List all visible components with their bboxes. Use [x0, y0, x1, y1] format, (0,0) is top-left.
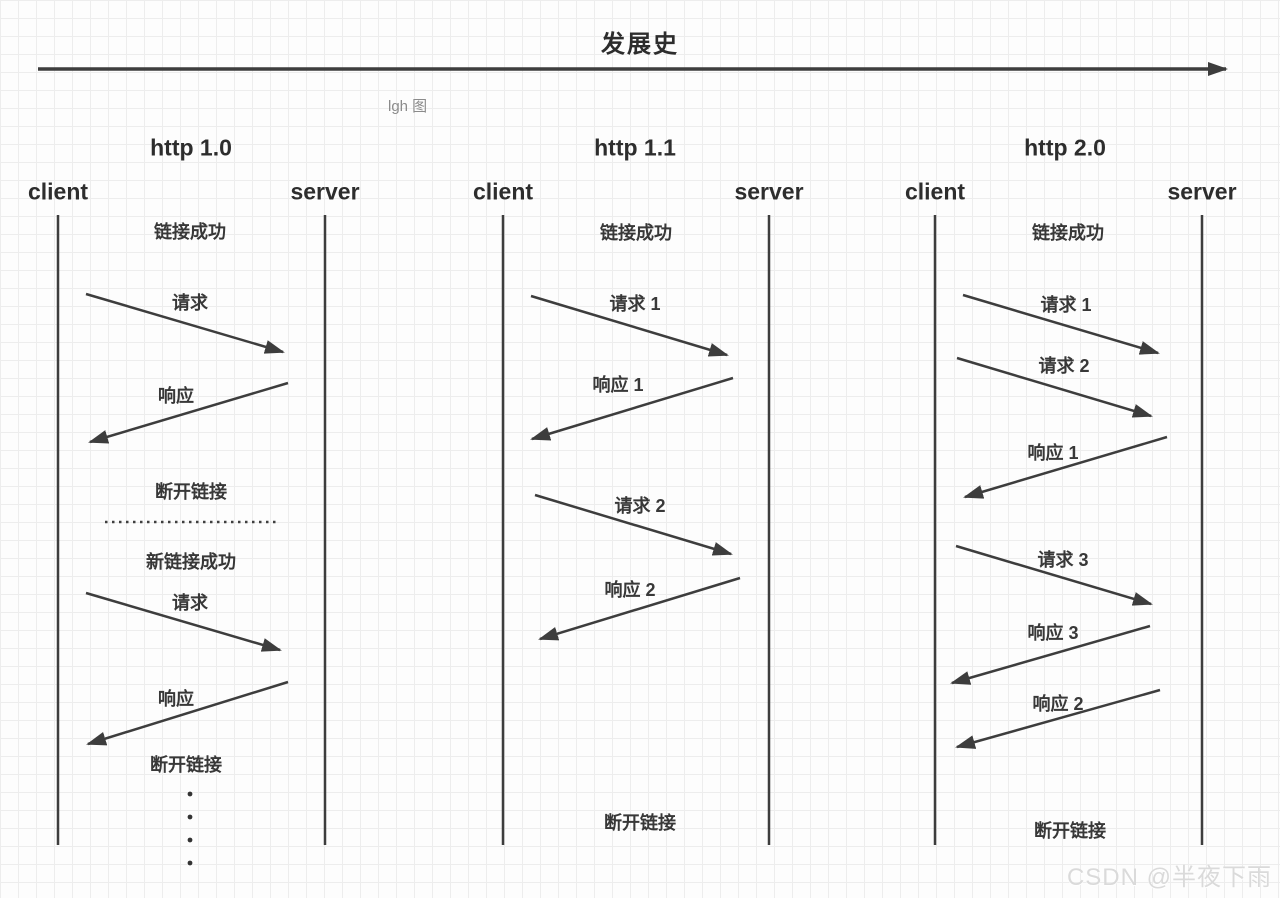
note-label-http-1-1-0: 链接成功 [600, 223, 672, 243]
diagram-title-http-1-0: http 1.0 [150, 134, 232, 161]
message-label-http-2-0-6: 响应 2 [1032, 694, 1084, 714]
note-label-http-1-1-5: 断开链接 [604, 813, 676, 833]
message-label-http-2-0-5: 响应 3 [1027, 623, 1079, 643]
message-label-http-2-0-1: 请求 1 [1040, 295, 1092, 315]
message-arrow-server-to-client-http-2-0-3 [963, 435, 1168, 499]
message-label-http-1-1-2: 响应 1 [592, 375, 644, 395]
message-arrow-server-to-client-http-2-0-5 [950, 624, 1151, 685]
page-title: 发展史 [601, 31, 679, 58]
server-label-http-2-0: server [1167, 178, 1237, 205]
author-note: lgh 图 [388, 98, 428, 115]
message-label-http-1-0-2: 响应 [158, 386, 194, 406]
message-label-http-1-0-7: 响应 [158, 689, 194, 709]
diagram-title-http-2-0: http 2.0 [1024, 134, 1106, 161]
server-label-http-1-0: server [290, 178, 360, 205]
message-arrow-server-to-client-http-1-0-7 [86, 680, 289, 746]
message-label-http-1-1-1: 请求 1 [609, 294, 661, 314]
continuation-dot-http-1-0-3 [187, 860, 193, 866]
message-label-http-1-1-3: 请求 2 [614, 496, 666, 516]
csdn-watermark: CSDN @半夜下雨 [1066, 864, 1272, 891]
note-label-http-1-0-5: 新链接成功 [146, 552, 236, 572]
message-arrow-client-to-server-http-2-0-2 [956, 356, 1153, 418]
diagram-title-http-1-1: http 1.1 [594, 134, 676, 161]
note-label-http-1-0-8: 断开链接 [150, 755, 222, 775]
message-arrow-server-to-client-http-1-1-4 [538, 576, 741, 641]
continuation-dot-http-1-0-0 [187, 791, 193, 797]
continuation-dot-http-1-0-2 [187, 837, 193, 843]
message-label-http-2-0-2: 请求 2 [1038, 356, 1090, 376]
message-label-http-2-0-3: 响应 1 [1027, 443, 1079, 463]
note-label-http-2-0-0: 链接成功 [1032, 223, 1104, 243]
message-arrow-server-to-client-http-1-0-2 [88, 381, 289, 444]
message-arrow-client-to-server-http-1-1-3 [534, 493, 733, 556]
message-label-http-1-0-6: 请求 [172, 593, 208, 613]
message-label-http-1-0-1: 请求 [172, 293, 208, 313]
server-label-http-1-1: server [734, 178, 804, 205]
message-arrow-server-to-client-http-1-1-2 [530, 376, 734, 441]
client-label-http-1-1: client [472, 178, 534, 205]
message-label-http-1-1-4: 响应 2 [604, 580, 656, 600]
continuation-dot-http-1-0-1 [187, 814, 193, 820]
note-label-http-2-0-7: 断开链接 [1034, 821, 1106, 841]
message-arrow-client-to-server-http-1-0-6 [85, 591, 282, 652]
message-arrow-client-to-server-http-2-0-4 [955, 544, 1153, 606]
note-label-http-1-0-3: 断开链接 [155, 482, 227, 502]
message-arrow-client-to-server-http-1-1-1 [530, 294, 729, 357]
client-label-http-2-0: client [904, 178, 966, 205]
note-label-http-1-0-0: 链接成功 [154, 222, 226, 242]
message-arrow-server-to-client-http-2-0-6 [955, 688, 1161, 749]
message-label-http-2-0-4: 请求 3 [1037, 550, 1089, 570]
message-arrow-client-to-server-http-1-0-1 [85, 292, 285, 354]
message-arrow-client-to-server-http-2-0-1 [962, 293, 1160, 355]
client-label-http-1-0: client [27, 178, 89, 205]
